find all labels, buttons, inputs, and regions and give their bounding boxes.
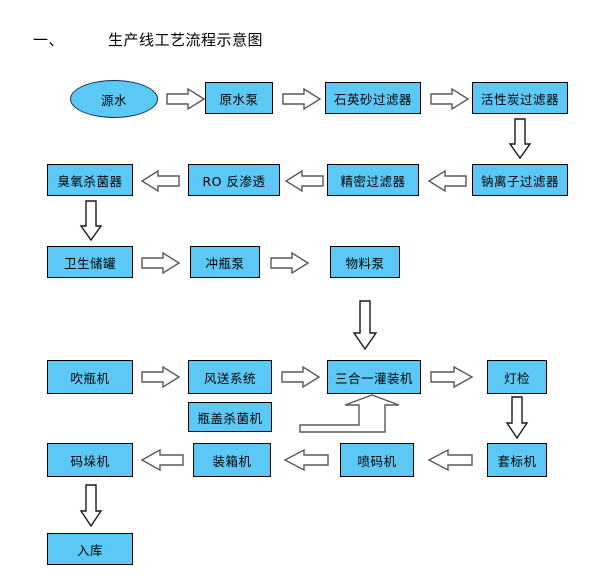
arrow-right-air-conveyor-to-filler (281, 365, 321, 389)
node-air-conveyor[interactable]: 风送系统 (188, 360, 272, 394)
node-label: 风送系统 (203, 370, 256, 386)
node-material-pump[interactable]: 物料泵 (330, 246, 400, 278)
node-sanitary-tank[interactable]: 卫生储罐 (47, 246, 133, 278)
node-label: 源水 (100, 92, 127, 108)
node-label: RO 反渗透 (202, 173, 266, 189)
node-triblock-filler[interactable]: 三合一灌装机 (327, 360, 421, 394)
node-label: 灯检 (503, 370, 530, 386)
node-quartz-sand-filter[interactable]: 石英砂过滤器 (325, 82, 421, 114)
node-label: 喷码机 (357, 453, 397, 469)
arrow-down-ozone-to-tank (79, 200, 103, 242)
node-label-sleever[interactable]: 套标机 (487, 443, 547, 477)
arrow-down-light-inspection-to-label-sleever (505, 396, 529, 440)
arrow-right-quartz-to-carbon (430, 87, 470, 111)
node-raw-water-pump[interactable]: 原水泵 (205, 82, 273, 114)
node-label: 装箱机 (212, 453, 252, 469)
node-label: 石英砂过滤器 (333, 91, 412, 107)
arrow-right-blower-to-air-conveyor (141, 365, 181, 389)
arrow-right-raw-pump-to-quartz (282, 87, 322, 111)
node-label: 入库 (76, 542, 103, 558)
node-sodium-ion-filter[interactable]: 钠离子过滤器 (472, 164, 568, 196)
node-case-packer[interactable]: 装箱机 (193, 443, 271, 477)
node-cap-sterilizer[interactable]: 瓶盖杀菌机 (188, 402, 272, 432)
node-label: 瓶盖杀菌机 (197, 410, 263, 426)
node-warehouse[interactable]: 入库 (47, 533, 133, 565)
arrow-left-label-sleever-to-inkjet (427, 448, 473, 472)
node-carbon-filter[interactable]: 活性炭过滤器 (472, 82, 568, 114)
arrow-left-ro-to-ozone (140, 169, 180, 193)
node-label: 精密过滤器 (340, 173, 406, 189)
arrow-right-source-to-raw-pump (166, 87, 206, 111)
title-number: 一、 (33, 31, 65, 49)
node-label: 物料泵 (345, 255, 385, 271)
arrow-left-case-packer-to-palletizer (140, 448, 184, 472)
arrow-left-inkjet-to-case-packer (283, 448, 329, 472)
node-source-water[interactable]: 源水 (70, 80, 158, 118)
arrow-right-filler-to-light-inspection (430, 365, 474, 389)
arrow-left-sodium-to-precision (427, 169, 467, 193)
page-title: 生产线工艺流程示意图 (108, 31, 264, 49)
node-inkjet-coder[interactable]: 喷码机 (340, 443, 414, 477)
node-label: 吹瓶机 (70, 370, 110, 386)
arrow-left-precision-to-ro (284, 169, 324, 193)
node-label: 卫生储罐 (63, 255, 116, 271)
node-ozone-sterilizer[interactable]: 臭氧杀菌器 (47, 164, 133, 196)
node-bottle-rinse-pump[interactable]: 冲瓶泵 (190, 246, 260, 278)
node-label: 冲瓶泵 (205, 255, 245, 271)
arrow-down-palletizer-to-warehouse (79, 484, 103, 528)
node-label: 套标机 (497, 453, 537, 469)
node-label: 码垛机 (70, 453, 110, 469)
node-label: 三合一灌装机 (334, 370, 413, 386)
node-label: 钠离子过滤器 (480, 173, 559, 189)
arrow-down-material-pump-to-filler (352, 300, 378, 351)
arrow-right-rinse-to-material-pump (270, 251, 310, 275)
node-label: 原水泵 (219, 91, 259, 107)
node-precision-filter[interactable]: 精密过滤器 (327, 164, 419, 196)
arrow-elbow-up-cap-sterilizer-to-filler (299, 394, 400, 433)
arrow-down-carbon-to-sodium (508, 118, 532, 160)
node-label: 活性炭过滤器 (480, 91, 559, 107)
node-light-inspection[interactable]: 灯检 (487, 360, 547, 394)
node-bottle-blower[interactable]: 吹瓶机 (47, 360, 133, 394)
node-palletizer[interactable]: 码垛机 (47, 443, 133, 477)
node-label: 臭氧杀菌器 (57, 173, 123, 189)
arrow-right-tank-to-rinse-pump (141, 251, 181, 275)
node-ro-membrane[interactable]: RO 反渗透 (188, 164, 280, 196)
